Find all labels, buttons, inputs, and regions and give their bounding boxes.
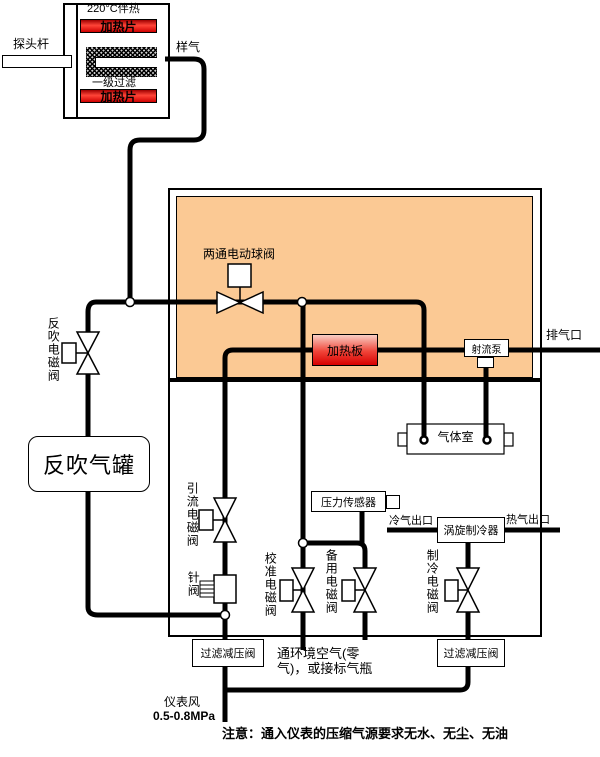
primary-filter-label: 一级过滤 — [92, 77, 136, 89]
filter-regulator-right: 过滤减压阀 — [437, 639, 505, 667]
heater-strip-top-label: 加热片 — [100, 19, 137, 34]
drain-valve-symbol — [198, 497, 238, 543]
backflush-valve-label: 反吹电磁阀 — [46, 317, 61, 382]
pipe-to-backup-valve — [303, 540, 368, 569]
cold-air-outlet-label: 冷气出口 — [389, 515, 433, 527]
jet-pump-nozzle — [477, 357, 494, 368]
gas-chamber-ports — [419, 435, 492, 445]
caution-note: 注意：通入仪表的压缩气源要求无水、无尘、无油 — [222, 726, 509, 741]
ball-valve-label: 两通电动球阀 — [203, 247, 276, 261]
calibration-valve-label: 校准电磁阀 — [263, 552, 278, 617]
filter-regulator-left: 过滤减压阀 — [192, 639, 264, 667]
chiller-valve-label: 制冷电磁阀 — [425, 549, 440, 614]
pipe-heater-feed — [222, 347, 313, 642]
backflush-tank: 反吹气罐 — [28, 436, 150, 492]
heater-plate: 加热板 — [312, 334, 378, 366]
probe-sample-channel — [95, 57, 157, 68]
pipe-tank-to-needle-line — [85, 491, 227, 618]
backup-valve-label: 备用电磁阀 — [324, 549, 339, 614]
ball-valve-symbol — [216, 263, 264, 315]
pipe-sample-gas — [127, 56, 207, 305]
backup-valve-symbol — [341, 567, 378, 613]
sample-gas-label: 样气 — [176, 40, 201, 54]
gas-chamber-label: 气体室 — [437, 430, 474, 444]
backflush-valve-symbol — [61, 331, 101, 375]
vortex-cooler: 涡旋制冷器 — [437, 517, 505, 543]
filter-regulator-left-label: 过滤减压阀 — [200, 648, 256, 660]
pipe-air-manifold — [225, 666, 471, 693]
calibration-valve-symbol — [279, 567, 316, 613]
probe-housing-inner-wall — [76, 4, 78, 118]
jet-pump-label: 射流泵 — [471, 344, 502, 356]
pressure-sensor-port — [386, 495, 400, 509]
needle-valve-symbol — [199, 574, 237, 604]
backflush-tank-label: 反吹气罐 — [42, 453, 135, 478]
probe-rod-label: 探头杆 — [13, 37, 50, 51]
drain-valve-label: 引流电磁阀 — [185, 482, 200, 547]
hot-air-outlet-label: 热气出口 — [506, 514, 550, 526]
junction-dots — [124, 296, 309, 621]
trace-heating-temp-label: 220°C伴热 — [87, 3, 140, 15]
heater-strip-top: 加热片 — [80, 19, 157, 34]
heater-strip-bottom: 加热片 — [80, 89, 157, 104]
pipe-main-sample — [85, 299, 427, 440]
exhaust-port-label: 排气口 — [546, 328, 583, 342]
filter-regulator-right-label: 过滤减压阀 — [443, 648, 499, 660]
heater-strip-bottom-label: 加热片 — [100, 89, 137, 104]
vortex-cooler-label: 涡旋制冷器 — [443, 525, 499, 537]
pressure-sensor: 压力传感器 — [311, 491, 386, 512]
probe-rod — [2, 55, 72, 68]
heater-plate-label: 加热板 — [326, 343, 363, 358]
needle-valve-label: 针阀 — [186, 571, 201, 597]
instrument-air-label: 仪表风 — [163, 695, 200, 709]
jet-pump: 射流泵 — [464, 339, 509, 357]
ambient-air-note: 通环境空气(零 气)，或接标气瓶 — [277, 646, 373, 676]
pressure-range-label: 0.5-0.8MPa — [152, 709, 216, 723]
pressure-sensor-label: 压力传感器 — [321, 496, 376, 509]
chiller-valve-symbol — [444, 567, 481, 613]
